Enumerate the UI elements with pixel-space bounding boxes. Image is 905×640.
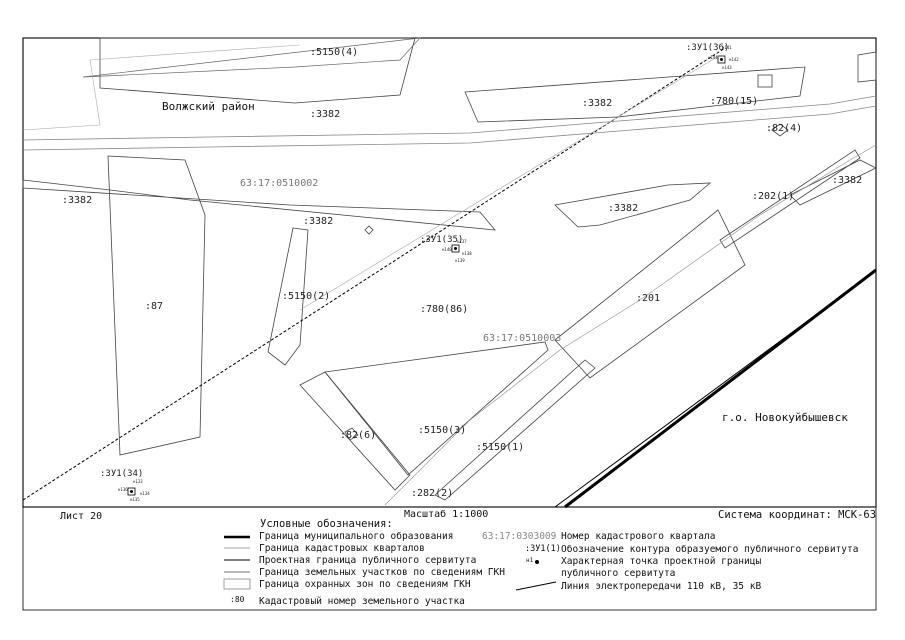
quarter-label-2: 63:17:0510003 — [483, 333, 562, 344]
legend-powerline-label: Линия электропередачи 110 кВ, 35 кВ — [561, 581, 762, 592]
parcel-label: :3382 — [582, 98, 613, 109]
servitude-points-36 — [717, 55, 726, 64]
parcel-small-square — [757, 74, 773, 88]
point-label: н139 — [455, 258, 465, 263]
quarter-diagonal — [299, 54, 721, 311]
legend-item-parcel-number: Кадастровый номер земельного участка — [259, 596, 465, 607]
point-label: н141 — [722, 45, 732, 50]
legend-servitude-sample: :ЗУ1(1) — [525, 544, 561, 554]
sheet-frame — [22, 37, 877, 611]
legend-swatch-powerline — [515, 581, 557, 591]
parcel-label: :3382 — [832, 175, 863, 186]
parcel-label: :3382 — [62, 195, 93, 206]
servitude-points-35 — [451, 244, 460, 253]
road-band-bottom — [22, 105, 877, 151]
legend-servitude-label: Обозначение контура образуемого публично… — [561, 544, 859, 555]
parcel-label: :780(15) — [710, 96, 759, 107]
parcel-202-1 — [719, 149, 861, 249]
parcel-label: :201 — [636, 293, 661, 304]
parcel-label: :3382 — [310, 109, 341, 120]
servitude-label: :ЗУ1(34) — [100, 469, 144, 479]
legend-point-label-1: Характерная точка проектной границы — [561, 556, 762, 567]
parcel-label: :87 — [145, 301, 164, 312]
legend-item-servitude: Проектная граница публичного сервитута — [259, 555, 477, 566]
road-diamond — [364, 225, 374, 235]
map-frame — [22, 37, 877, 508]
legend-item-parcel: Граница земельных участков по сведениям … — [259, 567, 505, 578]
parcel-3382-top — [82, 37, 421, 78]
parcel-5150-3 — [324, 341, 549, 476]
parcel-label: :3382 — [303, 216, 334, 227]
parcel-5150-1-strip — [434, 359, 596, 501]
region-right-label: г.о. Новокуйбышевск — [722, 411, 848, 424]
parcel-82-6 — [299, 371, 411, 491]
legend-item-municipal: Граница муниципального образования — [259, 531, 454, 542]
quarter-label-1: 63:17:0510002 — [240, 178, 319, 189]
parcel-label: :3382 — [608, 203, 639, 214]
parcel-82-4 — [771, 123, 789, 137]
coord-system-label: Система координат: МСК-63 — [718, 509, 877, 521]
point-label: н134 — [140, 491, 150, 496]
point-label: н137 — [457, 239, 467, 244]
parcel-label: :5150(2) — [282, 291, 331, 302]
point-label: н142 — [729, 57, 739, 62]
point-label: н135 — [130, 497, 140, 502]
legend-quarter-label: Номер кадастрового квартала — [561, 531, 716, 542]
point-label: н143 — [722, 65, 732, 70]
parcel-label: :82(4) — [766, 123, 803, 134]
servitude-label: :ЗУ1(35) — [420, 235, 464, 245]
scale-label: Масштаб 1:1000 — [404, 509, 489, 520]
region-left-label: Волжский район — [162, 100, 255, 113]
parcel-label: :5150(4) — [310, 47, 359, 58]
legend-swatch-zone — [223, 578, 251, 590]
parcel-3382-mid — [554, 182, 712, 228]
legend-item-quarter: Граница кадастровых кварталов — [259, 543, 425, 554]
parcel-3382-right — [464, 66, 806, 123]
legend-point-sample: н1 — [526, 557, 534, 564]
parcel-top-right-box — [857, 51, 877, 83]
parcel-strip-3382 — [22, 179, 496, 231]
parcel-82-6-square — [344, 427, 359, 441]
parcel-top-left — [99, 37, 416, 104]
quarter-boundary-2 — [22, 44, 301, 131]
parcel-label: :5150(3) — [418, 425, 467, 436]
legend-item-zone: Граница охранных зон по сведениям ГКН — [259, 579, 471, 590]
point-label: н144 — [708, 55, 718, 60]
parcel-87 — [107, 155, 206, 456]
sheet-number: Лист 20 — [60, 511, 103, 522]
quarter-boundary — [384, 144, 877, 506]
point-label: н136 — [118, 487, 128, 492]
road-band-top — [22, 95, 877, 141]
parcel-label: :82(6) — [340, 430, 377, 441]
municipal-boundary — [564, 268, 877, 509]
parcel-label: :780(86) — [420, 304, 469, 315]
point-label: н133 — [133, 479, 143, 484]
servitude-label: :ЗУ1(36) — [686, 43, 730, 53]
parcel-label: :282(2) — [411, 488, 454, 499]
legend-swatch-point — [535, 560, 539, 564]
parcel-label: :202(1) — [752, 191, 795, 202]
legend-point-label-2: публичного сервитута — [561, 568, 676, 579]
legend-parcel-sample: :80 — [230, 595, 245, 604]
legend-quarter-sample: 63:17:0303009 — [482, 531, 557, 542]
point-label: н138 — [462, 251, 472, 256]
parcel-3382-far-right — [789, 159, 877, 206]
legend-title: Условные обозначения: — [260, 518, 393, 530]
parcel-5150-2 — [267, 227, 309, 366]
servitude-points-34 — [127, 487, 136, 496]
parcel-label: :5150(1) — [476, 442, 525, 453]
point-label: н140 — [442, 247, 452, 252]
parcel-201 — [554, 209, 746, 379]
municipal-boundary-inner — [554, 274, 871, 508]
